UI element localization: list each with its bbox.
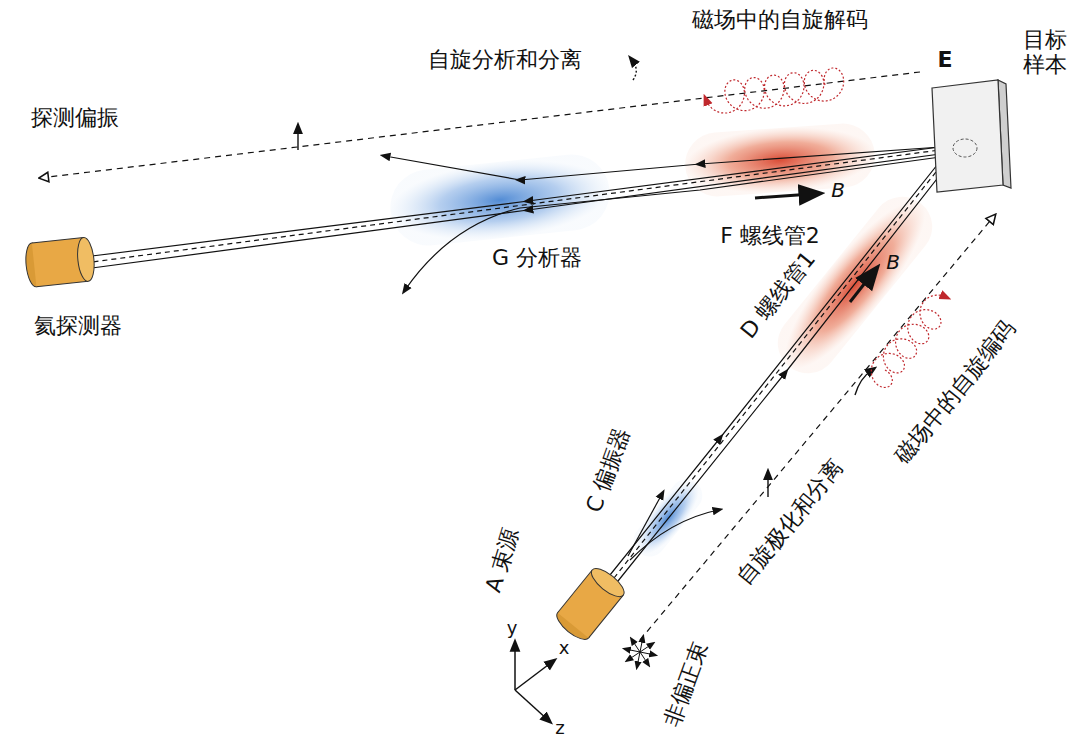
caption-label: 非偏正束 [659, 638, 713, 729]
caption-label: 自旋极化和分离 [732, 454, 849, 590]
caption-label: 探测偏振 [31, 105, 119, 130]
part-label: 氦探测器 [34, 313, 122, 338]
part-label: G 分析器 [492, 245, 582, 270]
axis-label: y [507, 618, 518, 639]
part-label: A 束源 [480, 525, 524, 596]
part-label: F 螺线管2 [720, 223, 820, 248]
field-arrow [755, 194, 812, 198]
axis-label: z [555, 718, 564, 739]
outgoing-beam [92, 145, 955, 290]
part-label: C 偏振器 [581, 424, 635, 516]
caption-label: 磁场中的自旋解码 [692, 7, 868, 32]
caption-label: 磁场中的自旋编码 [890, 316, 1020, 469]
analyzer-field [387, 151, 614, 250]
helium-detector [24, 237, 96, 288]
spin-arrow [298, 60, 872, 497]
target-sample [932, 80, 1011, 192]
field-label: B [886, 251, 900, 274]
polarizer-branches [628, 494, 718, 560]
caption-label: 自旋分析和分离 [428, 47, 582, 72]
field-arrow [850, 274, 872, 302]
solenoid-2 [683, 121, 877, 198]
unpolarized-symbol [626, 638, 653, 665]
field-label: B [831, 179, 845, 202]
axes [515, 645, 552, 720]
part-label: 目标 样本 [1021, 27, 1069, 78]
axis-label: x [559, 638, 570, 659]
part-letter: E [937, 47, 952, 72]
spin-helix [706, 68, 946, 388]
beam-source [553, 564, 629, 644]
decoding-axis [40, 72, 920, 178]
